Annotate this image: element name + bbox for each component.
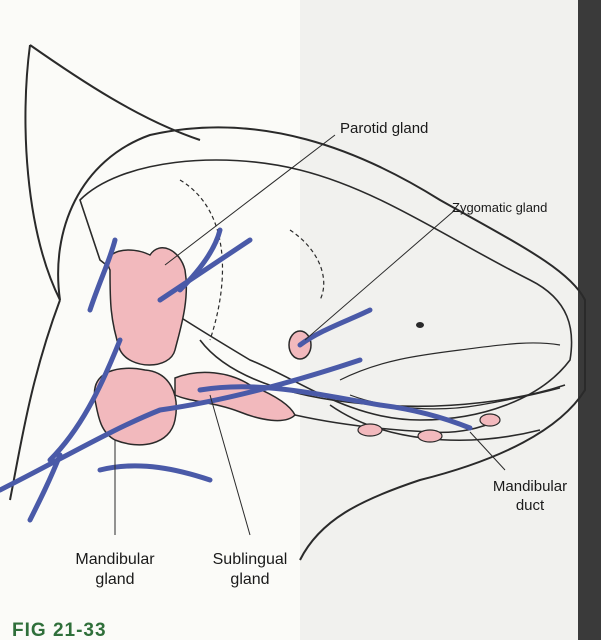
page-edge-shadow <box>578 0 601 640</box>
parotid-gland <box>108 248 186 365</box>
leader-sublingual-gland <box>210 395 250 535</box>
figure-caption: FIG 21-33 <box>12 620 107 640</box>
label-sublingual-gland: Sublingual gland <box>195 550 305 590</box>
label-parotid-gland: Parotid gland <box>340 120 428 139</box>
sublingual-lobule-2 <box>418 430 442 442</box>
label-zygomatic-gland: Zygomatic gland <box>452 200 547 216</box>
eye-marker <box>416 322 424 328</box>
label-mandibular-gland: Mandibular gland <box>55 550 175 590</box>
sublingual-lobule-1 <box>358 424 382 436</box>
sublingual-lobule-3 <box>480 414 500 426</box>
label-mandibular-duct: Mandibular duct <box>480 478 580 516</box>
